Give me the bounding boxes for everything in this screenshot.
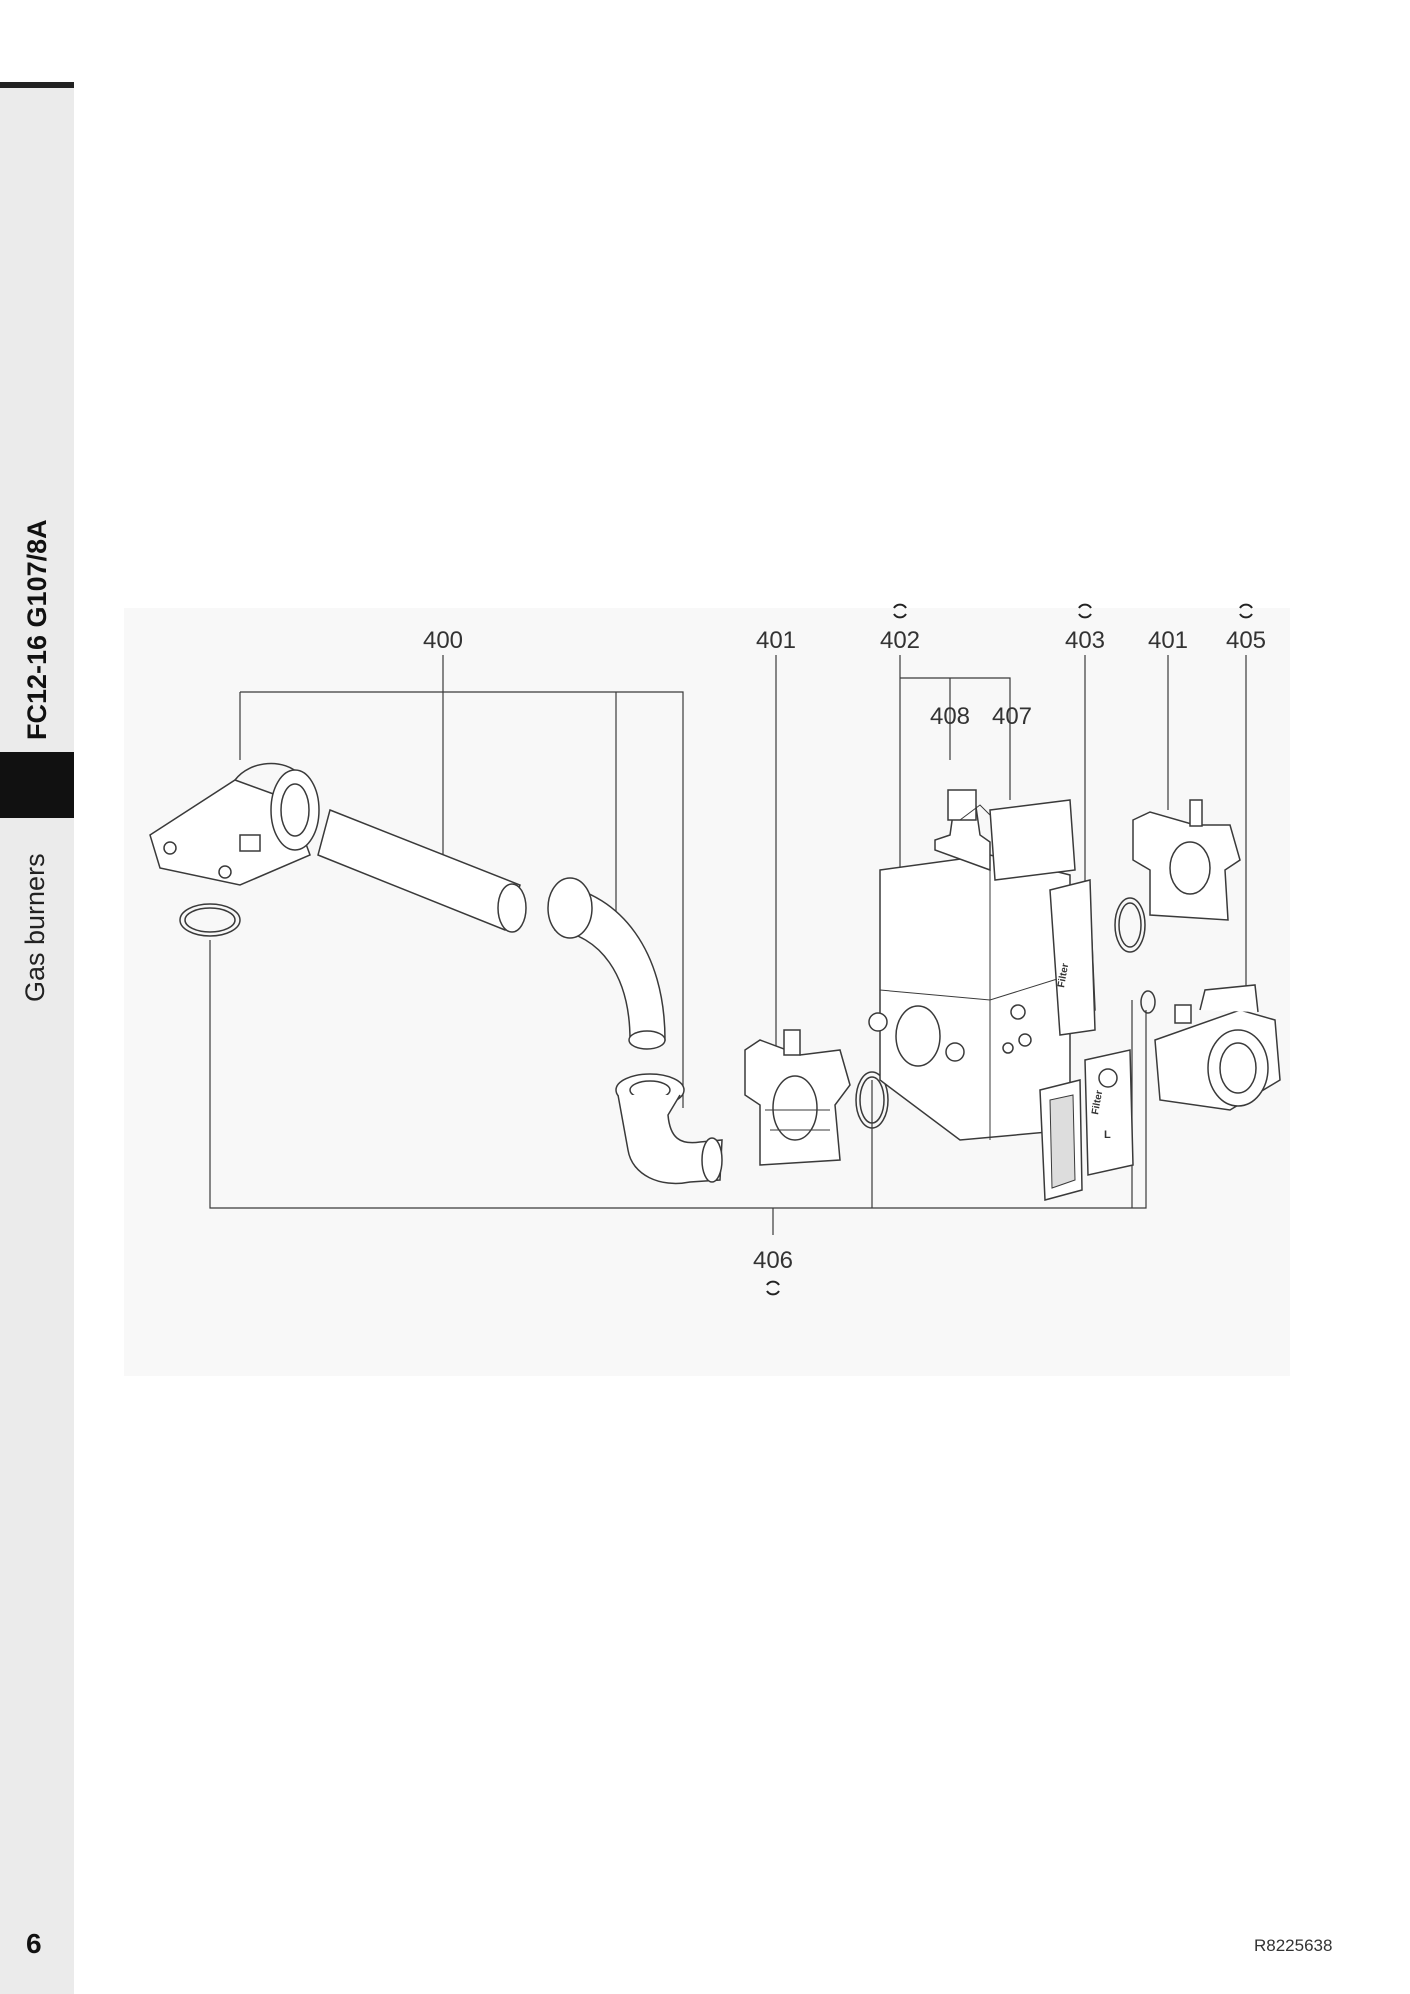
filter-lettering: Filter Filter L <box>1056 962 1111 1141</box>
part-402-gas-valve <box>868 789 1096 1141</box>
side-black-marker <box>0 752 74 818</box>
callout-labels: 400 401 402 403 401 405 408 407 406 <box>423 627 1266 1274</box>
leader-lines <box>209 655 1247 1235</box>
cover-filter-label: Filter <box>1090 1089 1105 1115</box>
wear-symbol-405-icon <box>1239 603 1253 619</box>
part-405-solenoid-coil <box>1154 984 1281 1111</box>
callout-403: 403 <box>1065 627 1105 654</box>
part-401-flange-left <box>744 1029 851 1166</box>
callout-402: 402 <box>880 627 920 654</box>
page-number: 6 <box>26 1928 42 1959</box>
callout-408: 408 <box>930 703 970 730</box>
wear-symbol-403-icon <box>1078 603 1092 619</box>
cover-letter-label: L <box>1104 1129 1111 1141</box>
part-400-gas-pipe <box>149 762 723 1185</box>
part-401-flange-right <box>1132 799 1241 921</box>
callout-405: 405 <box>1226 627 1266 654</box>
callout-400: 400 <box>423 627 463 654</box>
callout-401-right: 401 <box>1148 627 1188 654</box>
diagram-background <box>124 608 1290 1376</box>
document-reference: R8225638 <box>1254 1936 1333 1955</box>
part-406-o-rings <box>179 897 1156 1129</box>
side-top-bar <box>0 82 74 88</box>
wear-part-symbols <box>766 603 1253 1296</box>
part-403-filter <box>1039 1049 1134 1201</box>
valve-filter-label: Filter <box>1056 962 1071 988</box>
wear-symbol-402-icon <box>893 603 907 619</box>
side-strip <box>0 82 74 1994</box>
wear-symbol-406-icon <box>766 1280 780 1296</box>
callout-401-left: 401 <box>756 627 796 654</box>
callout-406: 406 <box>753 1247 793 1274</box>
callout-407: 407 <box>992 703 1032 730</box>
